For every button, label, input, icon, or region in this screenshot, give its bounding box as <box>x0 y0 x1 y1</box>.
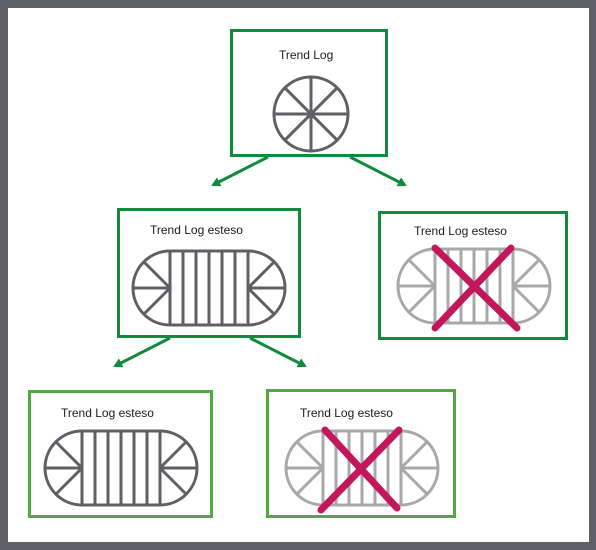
cross-mark-icon <box>317 426 403 514</box>
extended-log-icon <box>131 249 287 327</box>
trend-log-box: Trend Log <box>230 29 388 157</box>
extended-log-box-1: Trend Log esteso <box>117 208 301 338</box>
trend-log-label: Trend Log <box>279 48 334 62</box>
arrow-mid-to-left <box>113 336 171 368</box>
extended-log-label-3: Trend Log esteso <box>61 406 154 420</box>
arrow-mid-to-right <box>249 336 307 368</box>
extended-log-icon <box>43 429 199 507</box>
circular-log-icon <box>272 75 350 153</box>
cross-mark-icon <box>431 244 521 332</box>
extended-log-label-1: Trend Log esteso <box>150 223 243 237</box>
extended-log-icon-faded <box>284 429 440 507</box>
arrow-root-to-right <box>349 155 407 187</box>
extended-log-label-2: Trend Log esteso <box>414 224 507 238</box>
extended-log-box-2: Trend Log esteso <box>378 211 568 340</box>
arrow-root-to-left <box>211 155 269 187</box>
extended-log-box-3: Trend Log esteso <box>28 390 213 518</box>
extended-log-box-4: Trend Log esteso <box>266 389 456 518</box>
extended-log-label-4: Trend Log esteso <box>300 406 393 420</box>
